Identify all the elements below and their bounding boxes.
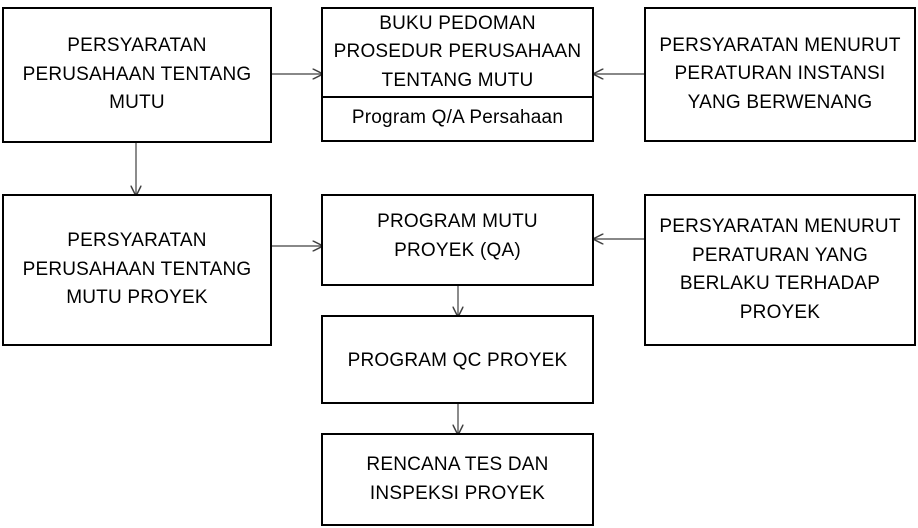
project-quality-program-label: PROGRAM MUTU PROYEK (QA) xyxy=(377,211,538,261)
project-qc-program-label: PROGRAM QC PROYEK xyxy=(347,350,568,371)
project-qc-program-box: PROGRAM QC PROYEK xyxy=(321,315,594,404)
company-qa-program-section: Program Q/A Persahaan xyxy=(323,97,592,140)
company-project-quality-requirements-label: PERSYARATAN PERUSAHAAN TENTANG MUTU PROY… xyxy=(22,230,252,309)
company-qa-program-label: Program Q/A Persahaan xyxy=(351,107,564,129)
authority-requirements-label: PERSYARATAN MENURUT PERATURAN INSTANSI Y… xyxy=(659,34,901,113)
test-inspection-plan-box: RENCANA TES DAN INSPEKSI PROYEK xyxy=(321,433,594,526)
company-quality-requirements-box: PERSYARATAN PERUSAHAAN TENTANG MUTU xyxy=(2,7,272,143)
quality-procedure-manual-section: BUKU PEDOMAN PROSEDUR PERUSAHAAN TENTANG… xyxy=(323,9,592,98)
company-project-quality-requirements-box: PERSYARATAN PERUSAHAAN TENTANG MUTU PROY… xyxy=(2,194,272,346)
company-quality-requirements-label: PERSYARATAN PERUSAHAAN TENTANG MUTU xyxy=(22,35,252,114)
applicable-regulation-requirements-box: PERSYARATAN MENURUT PERATURAN YANG BERLA… xyxy=(644,194,916,346)
test-inspection-plan-label: RENCANA TES DAN INSPEKSI PROYEK xyxy=(366,454,549,504)
applicable-regulation-requirements-label: PERSYARATAN MENURUT PERATURAN YANG BERLA… xyxy=(659,216,901,323)
project-quality-program-box: PROGRAM MUTU PROYEK (QA) xyxy=(321,194,594,286)
quality-procedure-manual-label: BUKU PEDOMAN PROSEDUR PERUSAHAAN TENTANG… xyxy=(333,12,582,91)
quality-procedure-manual-box: BUKU PEDOMAN PROSEDUR PERUSAHAAN TENTANG… xyxy=(321,7,594,142)
authority-requirements-box: PERSYARATAN MENURUT PERATURAN INSTANSI Y… xyxy=(644,7,916,142)
